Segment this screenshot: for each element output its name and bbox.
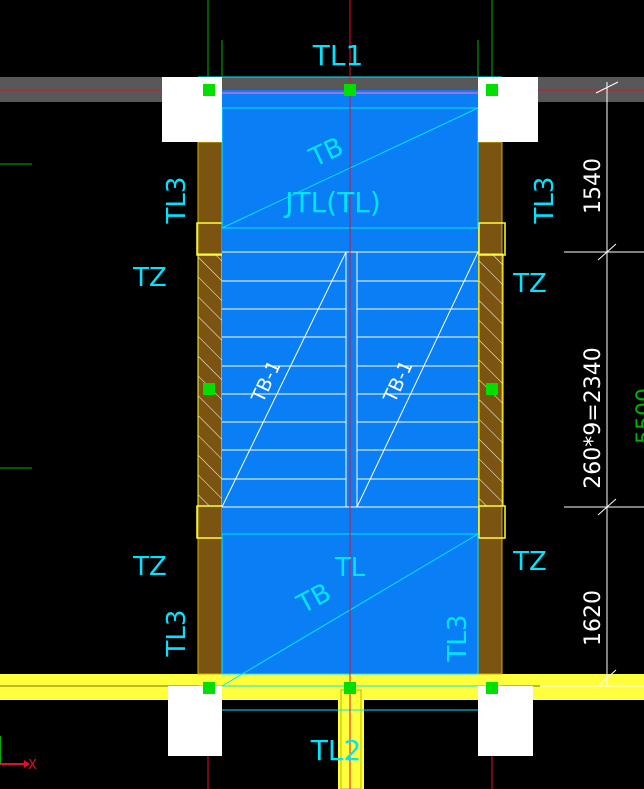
tz-box-right-bottom (478, 505, 506, 539)
tb1-right-diagonal (356, 251, 479, 508)
column-bottom-right[interactable] (478, 686, 533, 756)
label-tl3-left-bottom: TL3 (162, 610, 192, 658)
tb1-left-diagonal (221, 251, 347, 508)
right-hatch (478, 253, 504, 507)
label-tl3-right-bottom: TL3 (443, 615, 473, 663)
tz-box-right-top (478, 222, 506, 256)
dim-bottom: 1620 (581, 590, 606, 646)
label-tz-right-bottom: TZ (512, 547, 547, 577)
label-tl1: TL1 (312, 39, 364, 72)
axis-x-label: X (28, 758, 37, 773)
label-tl-mid: TL (334, 553, 366, 583)
label-tz-right-top: TZ (512, 269, 547, 299)
grid-nodes (203, 84, 498, 694)
dim-middle: 260*9=2340 (581, 347, 606, 488)
left-hatch (197, 253, 223, 507)
label-tz-left-bottom: TZ (132, 552, 167, 582)
label-tl3-left-top: TL3 (162, 177, 192, 225)
label-jtl: JTL(TL) (283, 186, 381, 219)
dimension-lines (540, 81, 644, 687)
label-tl2: TL2 (310, 734, 362, 767)
stair-well (345, 251, 358, 508)
label-tl3-right-top: TL3 (530, 177, 560, 225)
label-tz-left-top: TZ (132, 263, 167, 293)
tl2-beam (338, 690, 364, 789)
dim-edge-partial: 5500 (633, 388, 644, 444)
axis-indicator: X (0, 736, 37, 773)
column-bottom-left[interactable] (168, 686, 222, 756)
bottom-beam-band (0, 674, 644, 700)
dim-top: 1540 (581, 158, 606, 214)
